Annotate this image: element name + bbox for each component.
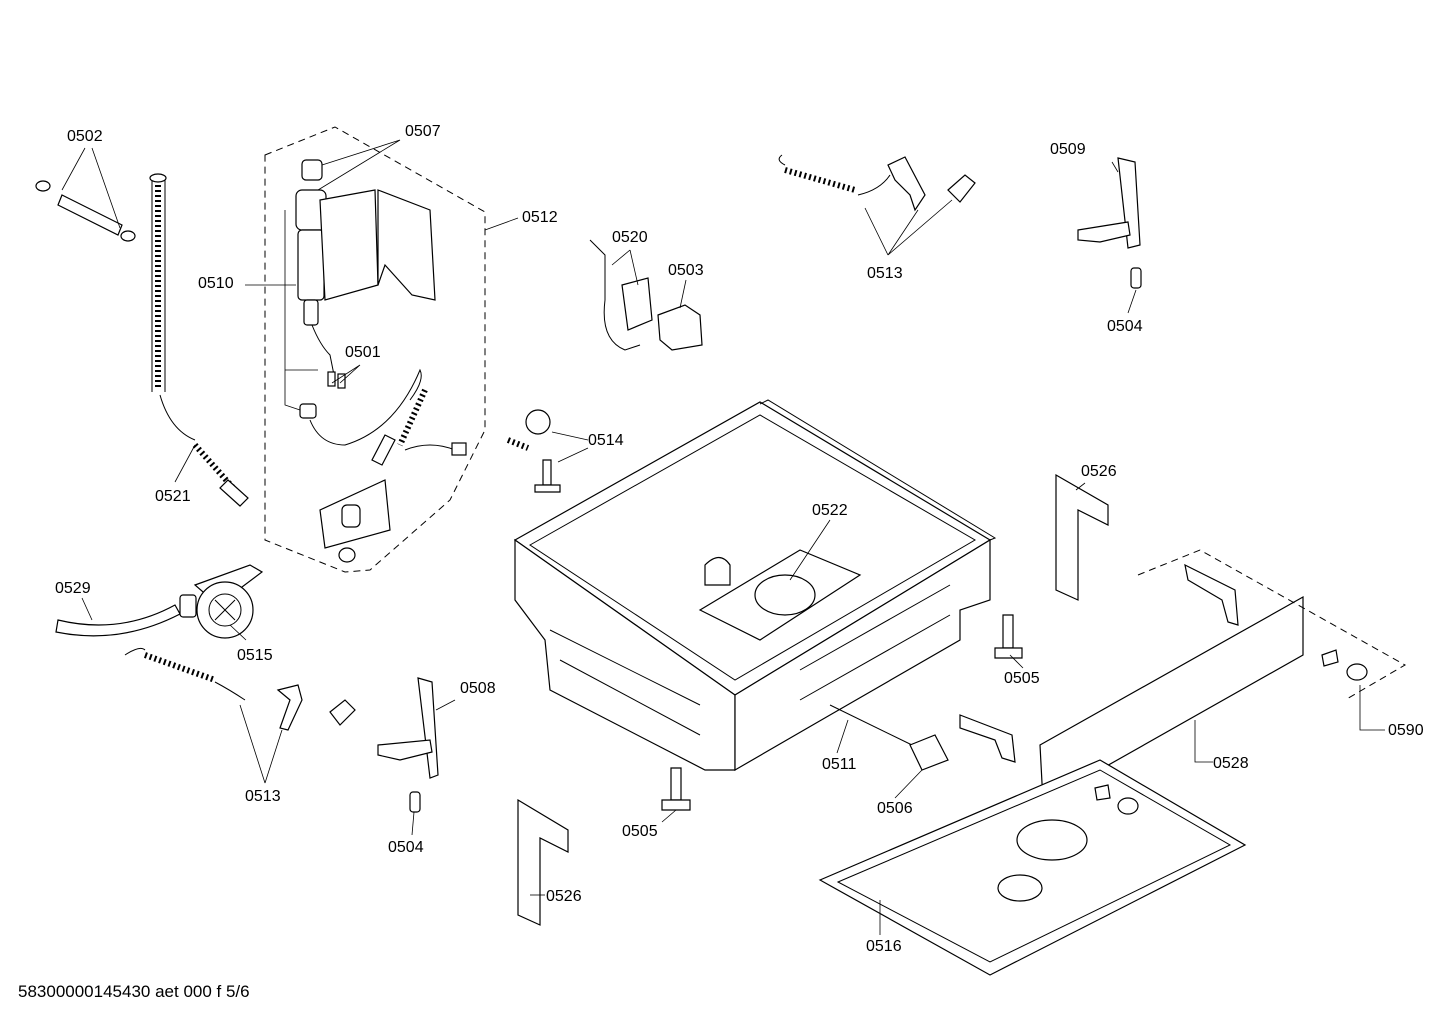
part-label-0520: 0520: [612, 229, 648, 246]
part-0508-hinge: [377, 677, 439, 779]
part-label-0503: 0503: [668, 262, 704, 279]
part-0515-pump: [179, 564, 264, 639]
part-base-tub: [513, 399, 997, 772]
part-0521-hose: [149, 173, 249, 507]
part-label-0528: 0528: [1213, 755, 1249, 772]
part-label-0506: 0506: [877, 800, 913, 817]
part-label-0512: 0512: [522, 209, 558, 226]
part-label-0590: 0590: [1388, 722, 1424, 739]
part-0529-hose: [55, 604, 181, 637]
part-0505-screw-left: [661, 767, 691, 811]
part-label-0522: 0522: [812, 502, 848, 519]
part-0510-valve: [295, 159, 436, 419]
part-0504-clip-right: [1130, 267, 1142, 289]
part-0506-foot: [909, 734, 949, 771]
part-label-0526-left: 0526: [546, 888, 582, 905]
part-label-0502: 0502: [67, 128, 103, 145]
part-label-0513-left: 0513: [245, 788, 281, 805]
part-label-0510: 0510: [198, 275, 234, 292]
part-label-0513-right: 0513: [867, 265, 903, 282]
part-label-0507: 0507: [405, 123, 441, 140]
part-0513-right: [778, 154, 976, 212]
part-0514-fixings: [506, 409, 561, 493]
part-0505-screw-right: [994, 614, 1023, 659]
part-label-0505-left: 0505: [622, 823, 658, 840]
part-0504-clip-left: [409, 791, 421, 813]
part-0511-rod: [829, 704, 913, 746]
part-label-0509: 0509: [1050, 141, 1086, 158]
drawing-reference-number: 58300000145430 aet 000 f 5/6: [18, 982, 250, 1001]
assembly-group-outline: [264, 126, 486, 573]
part-inner-hose: [309, 368, 467, 466]
leader-lines: [61, 139, 1385, 935]
part-label-0511: 0511: [822, 756, 857, 773]
part-label-0515: 0515: [237, 647, 273, 664]
part-0509-hinge: [1077, 157, 1141, 249]
part-0516-plate: [818, 759, 1247, 976]
part-label-0514: 0514: [588, 432, 624, 449]
part-bracket-strip-right: [1184, 563, 1239, 626]
part-0590-fixings: [1321, 649, 1368, 681]
part-bracket-strip-mid: [959, 714, 1016, 763]
part-0528-panel: [1039, 595, 1304, 803]
part-label-0529: 0529: [55, 580, 91, 597]
part-label-0521: 0521: [155, 488, 191, 505]
part-label-0526-right: 0526: [1081, 463, 1117, 480]
part-0502-sleeve: [35, 180, 136, 242]
part-label-0501: 0501: [345, 344, 381, 361]
part-label-0508: 0508: [460, 680, 496, 697]
part-0526-plate-left: [517, 798, 569, 926]
part-0526-plate-right: [1055, 473, 1109, 601]
part-label-0504-right: 0504: [1107, 318, 1143, 335]
part-0503-connector: [657, 304, 703, 351]
part-label-0504-left: 0504: [388, 839, 424, 856]
part-0528-dashed-guide: [1137, 549, 1407, 701]
part-label-0516: 0516: [866, 938, 902, 955]
part-label-0505-right: 0505: [1004, 670, 1040, 687]
part-0513-left: [124, 647, 356, 731]
part-0520-cable: [589, 239, 653, 351]
part-inner-bracket: [319, 479, 391, 563]
